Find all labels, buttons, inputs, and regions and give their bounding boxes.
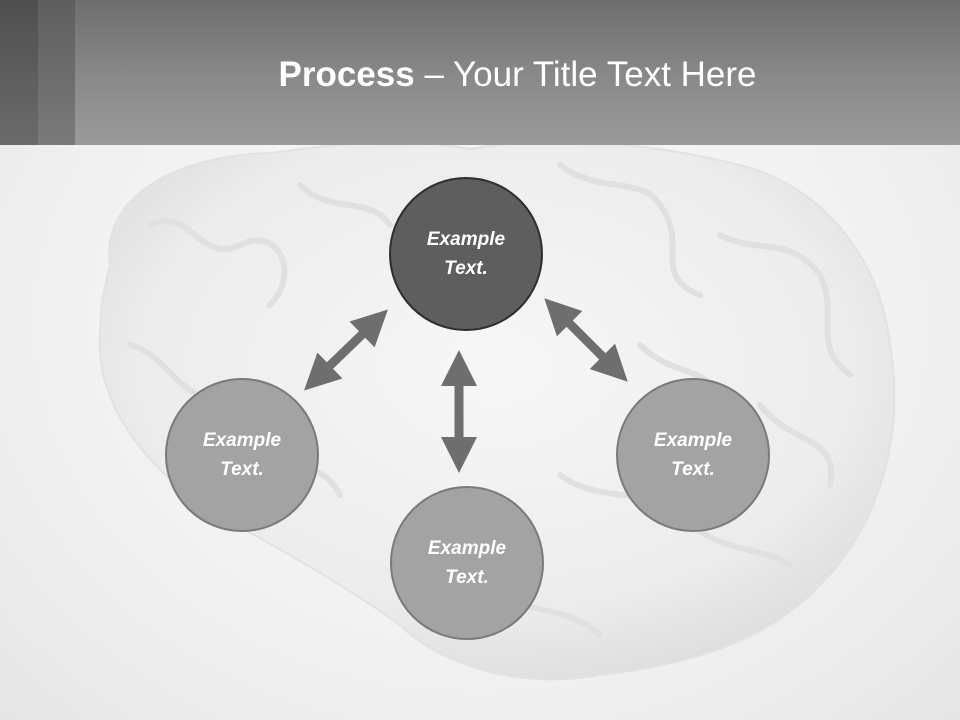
header-accent-bar xyxy=(38,0,75,145)
title-rest: – Your Title Text Here xyxy=(414,55,757,94)
node-label: Example Text. xyxy=(653,430,733,480)
slide-title: Process – Your Title Text Here xyxy=(75,52,960,98)
node-label: Example Text. xyxy=(426,229,506,279)
process-node-left: Example Text. xyxy=(165,378,319,532)
node-label: Example Text. xyxy=(202,430,282,480)
double-arrow-right xyxy=(544,298,628,382)
title-bold: Process xyxy=(278,55,415,94)
node-label: Example Text. xyxy=(427,538,507,588)
double-arrow-left xyxy=(304,309,388,391)
process-node-bottom: Example Text. xyxy=(390,486,544,640)
process-node-top: Example Text. xyxy=(389,177,543,331)
header-accent-bar xyxy=(0,0,38,145)
process-node-right: Example Text. xyxy=(616,378,770,532)
header-band: Process – Your Title Text Here xyxy=(0,0,960,145)
